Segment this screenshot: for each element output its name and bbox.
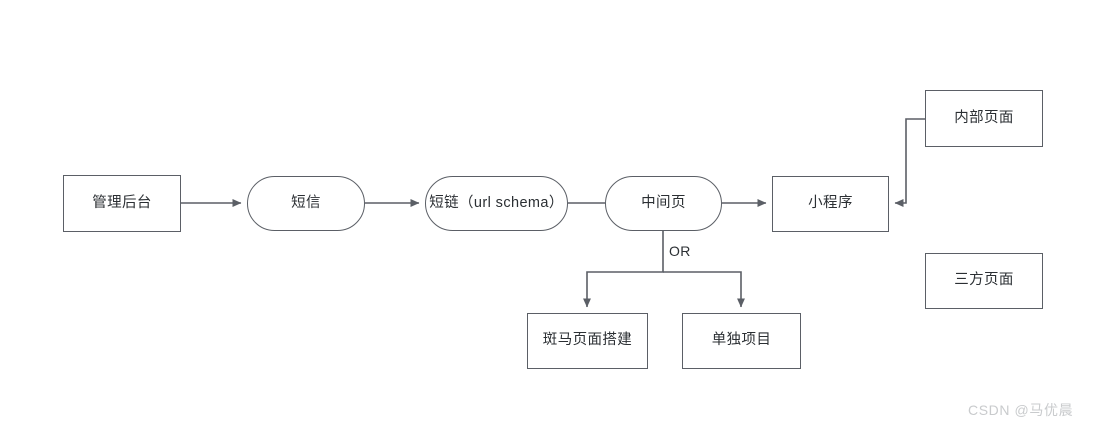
node-zebra[interactable]: 斑马页面搭建 [527,313,648,369]
edge-label-or-label: OR [669,243,691,259]
edge-middle-to-zebra [583,231,664,308]
node-sms[interactable]: 短信 [247,176,365,231]
node-innerpage[interactable]: 内部页面 [925,90,1043,147]
node-standalone[interactable]: 单独项目 [682,313,801,369]
node-label-admin: 管理后台 [92,194,152,211]
node-label-innerpage: 内部页面 [954,109,1014,126]
node-label-middlepage: 中间页 [641,194,686,211]
node-shortlink[interactable]: 短链（url schema） [425,176,568,231]
edge-innerpage-to-miniapp [894,118,925,207]
node-label-thirdparty: 三方页面 [954,272,1014,289]
node-middlepage[interactable]: 中间页 [605,176,722,231]
node-label-miniapp: 小程序 [808,195,853,212]
node-admin[interactable]: 管理后台 [63,175,181,232]
csdn-watermark: CSDN @马优晨 [968,402,1074,418]
node-label-standalone: 单独项目 [711,332,772,349]
node-thirdparty[interactable]: 三方页面 [925,253,1043,309]
edge-middle-to-standalone [663,271,745,308]
node-label-sms: 短信 [291,194,321,211]
node-miniapp[interactable]: 小程序 [772,176,889,232]
node-label-shortlink: 短链（url schema） [429,194,564,211]
node-label-zebra: 斑马页面搭建 [542,332,633,349]
